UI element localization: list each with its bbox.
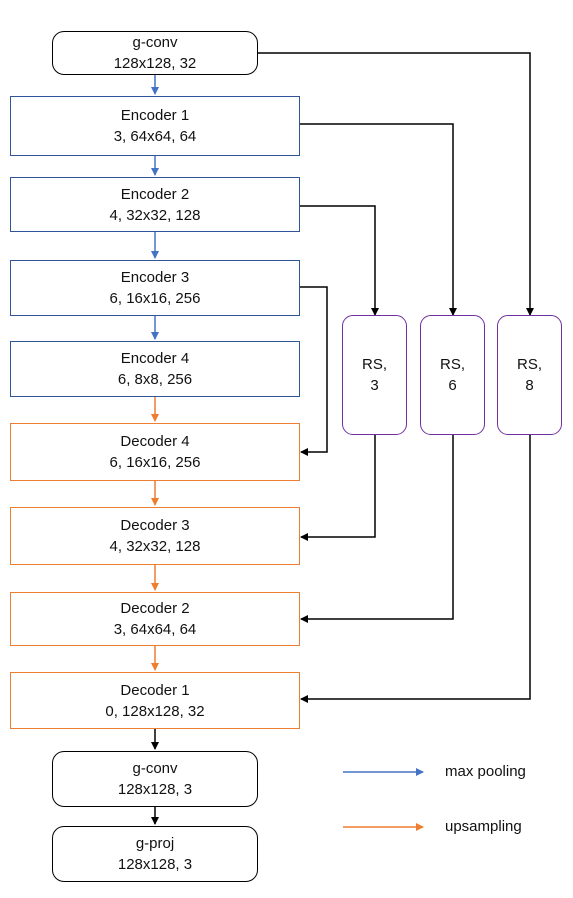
- node-title: RS,: [439, 356, 465, 373]
- skip-gconv-to-rs8: [258, 52, 534, 316]
- node-title: RS,: [361, 356, 387, 373]
- node-spec: 4, 32x32, 128: [109, 538, 201, 555]
- node-title: Encoder 2: [120, 185, 190, 203]
- node-spec: 128x128, 32: [113, 55, 197, 72]
- node-spec: 4, 32x32, 128: [109, 206, 201, 224]
- node-spec: 6, 16x16, 256: [109, 290, 201, 307]
- rs-8-node: RS, 8: [497, 315, 562, 435]
- encoder-1-node: Encoder 1 3, 64x64, 64: [10, 96, 300, 156]
- node-title: Decoder 4: [120, 433, 190, 450]
- node-title: g-proj: [135, 835, 175, 852]
- encoder-4-node: Encoder 4 6, 8x8, 256: [10, 341, 300, 397]
- node-spec: 6, 8x8, 256: [117, 371, 193, 388]
- legend-max-pooling-label: max pooling: [445, 763, 526, 780]
- node-title: Decoder 1: [120, 681, 190, 699]
- node-spec: 3: [370, 377, 379, 394]
- node-spec: 128x128, 3: [117, 856, 193, 873]
- node-title: Encoder 1: [120, 107, 190, 124]
- node-spec: 6, 16x16, 256: [109, 454, 201, 471]
- gconv-top-node: g-conv 128x128, 32: [52, 31, 258, 75]
- decoder-4-node: Decoder 4 6, 16x16, 256: [10, 423, 300, 481]
- legend-upsampling-label: upsampling: [445, 818, 522, 835]
- skip-encoder2-to-rs3: [300, 205, 379, 316]
- encoder-2-node: Encoder 2 4, 32x32, 128: [10, 177, 300, 232]
- gproj-node: g-proj 128x128, 3: [52, 826, 258, 882]
- node-title: g-conv: [132, 34, 178, 51]
- node-spec: 128x128, 3: [117, 781, 193, 798]
- node-title: Decoder 2: [120, 600, 190, 617]
- node-title: g-conv: [132, 760, 178, 777]
- node-title: Decoder 3: [120, 517, 190, 534]
- node-title: RS,: [516, 356, 542, 373]
- encoder-3-node: Encoder 3 6, 16x16, 256: [10, 260, 300, 316]
- skip-rs6-to-decoder2: [300, 435, 454, 623]
- node-spec: 3, 64x64, 64: [113, 128, 197, 145]
- rs-3-node: RS, 3: [342, 315, 407, 435]
- node-title: Encoder 3: [120, 269, 190, 286]
- node-title: Encoder 4: [120, 350, 190, 367]
- node-spec: 0, 128x128, 32: [105, 702, 205, 720]
- gconv-bottom-node: g-conv 128x128, 3: [52, 751, 258, 807]
- decoder-3-node: Decoder 3 4, 32x32, 128: [10, 507, 300, 565]
- skip-encoder3-to-decoder4: [300, 286, 328, 456]
- decoder-1-node: Decoder 1 0, 128x128, 32: [10, 672, 300, 729]
- skip-encoder1-to-rs6: [300, 123, 457, 316]
- skip-rs3-to-decoder3: [300, 435, 376, 541]
- node-spec: 8: [525, 377, 534, 394]
- node-spec: 6: [448, 377, 457, 394]
- node-spec: 3, 64x64, 64: [113, 621, 197, 638]
- decoder-2-node: Decoder 2 3, 64x64, 64: [10, 592, 300, 646]
- rs-6-node: RS, 6: [420, 315, 485, 435]
- skip-rs8-to-decoder1: [300, 435, 531, 703]
